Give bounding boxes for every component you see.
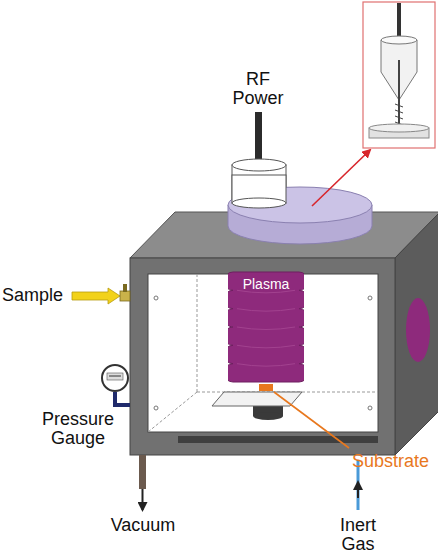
part-label: Substrate: [352, 452, 436, 471]
lid-disk: [228, 175, 372, 244]
sample-inlet: [72, 284, 130, 304]
detail-pointer: [312, 150, 370, 206]
power-label: RF Power: [222, 70, 294, 109]
pressure-gauge: [102, 365, 130, 405]
gauge-label: Pressure Gauge: [30, 410, 126, 449]
inlet-label: Inert Gas: [326, 516, 390, 555]
port-label: Sample: [2, 286, 72, 305]
vacuum-outlet: [139, 455, 146, 510]
chamber-box: [130, 212, 438, 455]
leader-line: [274, 392, 349, 448]
outlet-label: Vacuum: [102, 516, 184, 535]
inset-detail: [363, 2, 435, 148]
plasma-column: Plasma: [228, 268, 304, 386]
region-label: Plasma: [228, 268, 304, 292]
